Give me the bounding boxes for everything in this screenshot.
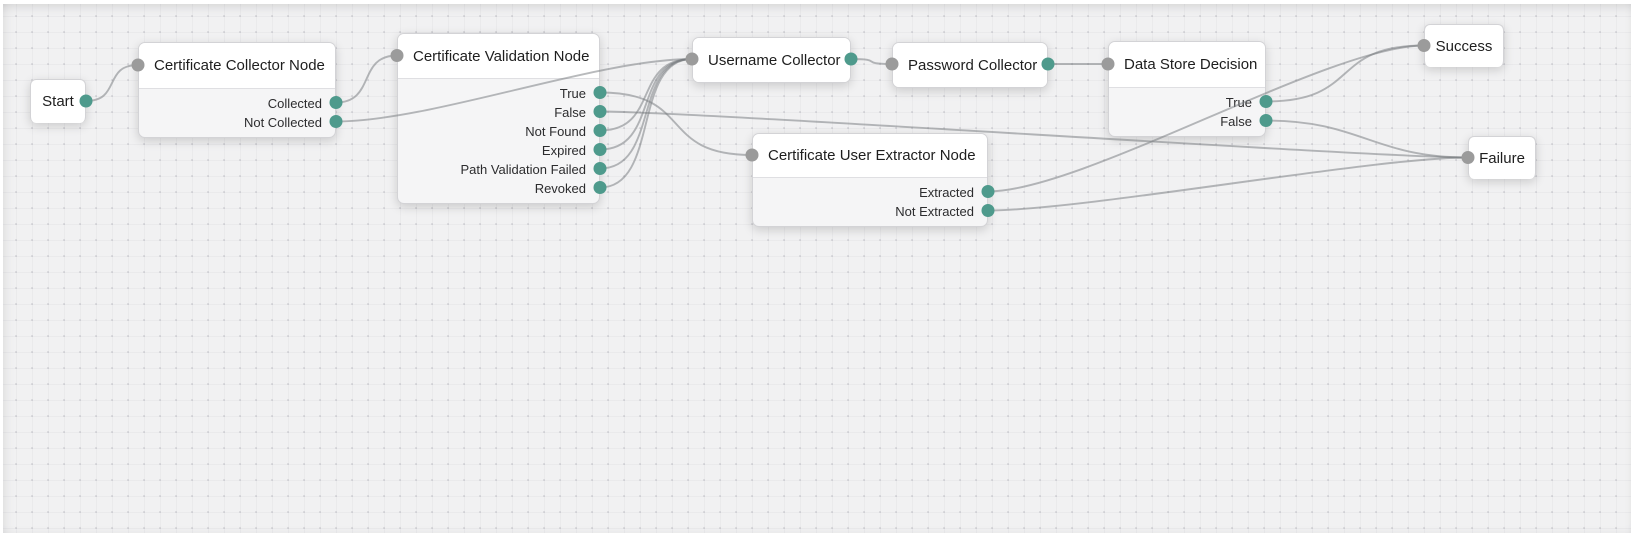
wire-cvn-revoked-to-uc [599,58,693,189]
input-port-pc-in[interactable] [885,57,899,71]
wire-cvn-path-validation-failed-to-uc [599,58,693,170]
output-port-uc-out[interactable] [844,52,858,66]
outcome-label-path-validation-failed: Path Validation Failed [460,162,586,177]
outcome-label-false: False [1220,114,1252,129]
outcome-label-not-collected: Not Collected [243,115,322,130]
node-title: Certificate User Extractor Node [753,134,987,178]
wire-dsd-false-to-failure [1265,119,1469,159]
node-title: Password Collector [893,43,1047,87]
outcome-label-not-found: Not Found [525,124,586,139]
input-port-cvn-in[interactable] [390,49,404,62]
outcome-label-expired: Expired [541,143,586,158]
outcome-label-collected: Collected [267,96,322,111]
node-title: Username Collector [693,38,850,82]
output-port-start-out[interactable] [79,94,93,108]
wire-cvn-true-to-cuen [599,91,753,156]
output-port-cuen-not-extracted[interactable] [981,204,995,217]
input-port-uc-in[interactable] [685,52,699,66]
input-port-failure-in[interactable] [1461,151,1475,164]
node-title: Data Store Decision [1109,42,1265,88]
node-username-collector[interactable]: Username Collector [692,37,851,83]
wire-cuen-not-extracted-to-failure [987,156,1469,212]
output-port-cvn-false[interactable] [593,105,607,118]
outcome-label-revoked: Revoked [534,181,586,196]
wire-cvn-expired-to-uc [599,58,693,151]
node-title: Certificate Validation Node [398,34,599,79]
wire-dsd-true-to-success [1265,44,1425,103]
outcome-label-false: False [554,105,586,120]
input-port-ccn-in[interactable] [131,58,145,72]
output-port-pc-out[interactable] [1041,57,1055,71]
output-port-cvn-revoked[interactable] [593,181,607,194]
outcome-label-true: True [559,86,586,101]
output-port-dsd-false[interactable] [1259,114,1273,127]
node-success[interactable]: Success [1424,24,1504,67]
output-port-dsd-true[interactable] [1259,95,1273,108]
output-port-ccn-collected[interactable] [329,96,343,109]
output-port-ccn-not-collected[interactable] [329,115,343,128]
node-title: Certificate Collector Node [139,43,335,89]
wire-cvn-false-to-failure [599,110,1469,159]
wire-cvn-not-found-to-uc [599,58,693,132]
node-title: Start [42,93,74,110]
outcome-label-extracted: Extracted [919,185,974,200]
node-start[interactable]: Start [30,79,86,123]
output-port-cvn-expired[interactable] [593,143,607,156]
node-password-collector[interactable]: Password Collector [892,42,1048,88]
node-title: Failure [1479,149,1525,167]
output-port-cvn-true[interactable] [593,86,607,99]
input-port-cuen-in[interactable] [745,148,759,162]
wire-start-to-ccn [85,64,139,102]
output-port-cvn-not-found[interactable] [593,124,607,137]
output-port-cuen-extracted[interactable] [981,185,995,198]
wire-ccn-collected-to-cvn [335,54,398,104]
node-failure[interactable]: Failure [1468,136,1536,179]
output-port-cvn-path-validation-failed[interactable] [593,162,607,175]
node-title: Success [1435,37,1493,55]
input-port-dsd-in[interactable] [1101,57,1115,71]
input-port-success-in[interactable] [1417,39,1431,52]
outcome-label-true: True [1225,95,1252,110]
outcome-label-not-extracted: Not Extracted [895,204,974,219]
